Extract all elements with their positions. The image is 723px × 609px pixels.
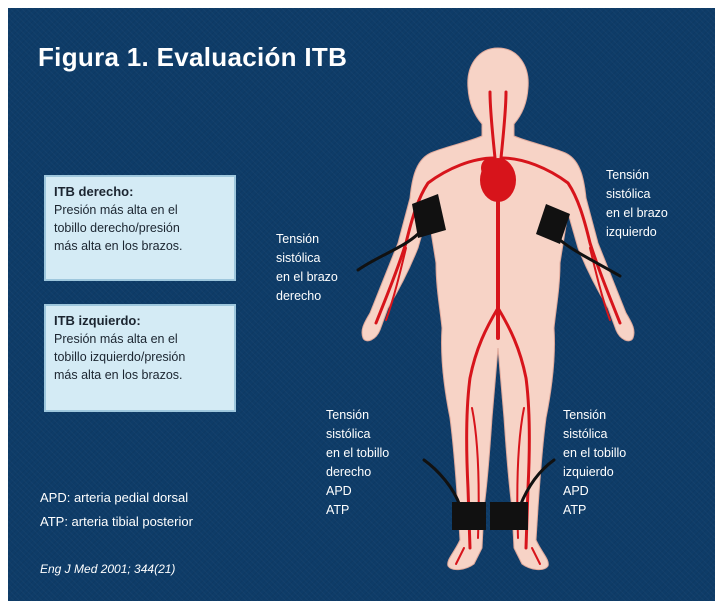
label-line: en el brazo [606, 204, 668, 223]
label-line: ATP [326, 501, 389, 520]
figure-frame: Figura 1. Evaluación ITB ITB derecho: Pr… [8, 8, 715, 601]
itb-right-box: ITB derecho: Presión más alta en el tobi… [44, 175, 236, 281]
label-line: APD [326, 482, 389, 501]
itb-right-line: más alta en los brazos. [54, 237, 226, 255]
label-line: sistólica [276, 249, 338, 268]
itb-left-line: tobillo izquierdo/presión [54, 348, 226, 366]
label-ankle-left: Tensión sistólica en el tobillo izquierd… [563, 406, 626, 520]
label-arm-left: Tensión sistólica en el brazo izquierdo [606, 166, 668, 242]
itb-left-box: ITB izquierdo: Presión más alta en el to… [44, 304, 236, 412]
label-line: sistólica [606, 185, 668, 204]
label-line: en el brazo [276, 268, 338, 287]
label-line: izquierdo [563, 463, 626, 482]
figure-title: Figura 1. Evaluación ITB [38, 42, 347, 73]
itb-right-line: Presión más alta en el [54, 201, 226, 219]
label-line: ATP [563, 501, 626, 520]
itb-left-line: Presión más alta en el [54, 330, 226, 348]
itb-left-heading: ITB izquierdo: [54, 312, 226, 330]
legend-atp: ATP: arteria tibial posterior [40, 514, 193, 529]
label-line: en el tobillo [563, 444, 626, 463]
itb-right-line: tobillo derecho/presión [54, 219, 226, 237]
label-line: Tensión [563, 406, 626, 425]
label-arm-right: Tensión sistólica en el brazo derecho [276, 230, 338, 306]
itb-left-line: más alta en los brazos. [54, 366, 226, 384]
label-line: APD [563, 482, 626, 501]
label-line: sistólica [563, 425, 626, 444]
ankle-cuff-left [490, 502, 528, 530]
label-line: Tensión [606, 166, 668, 185]
label-line: Tensión [326, 406, 389, 425]
label-line: Tensión [276, 230, 338, 249]
heart [480, 158, 516, 202]
label-line: derecho [326, 463, 389, 482]
label-ankle-right: Tensión sistólica en el tobillo derecho … [326, 406, 389, 520]
itb-right-heading: ITB derecho: [54, 183, 226, 201]
source-citation: Eng J Med 2001; 344(21) [40, 562, 175, 576]
legend-apd: APD: arteria pedial dorsal [40, 490, 188, 505]
label-line: sistólica [326, 425, 389, 444]
label-line: izquierdo [606, 223, 668, 242]
label-line: derecho [276, 287, 338, 306]
ankle-cuff-right [452, 502, 486, 530]
label-line: en el tobillo [326, 444, 389, 463]
